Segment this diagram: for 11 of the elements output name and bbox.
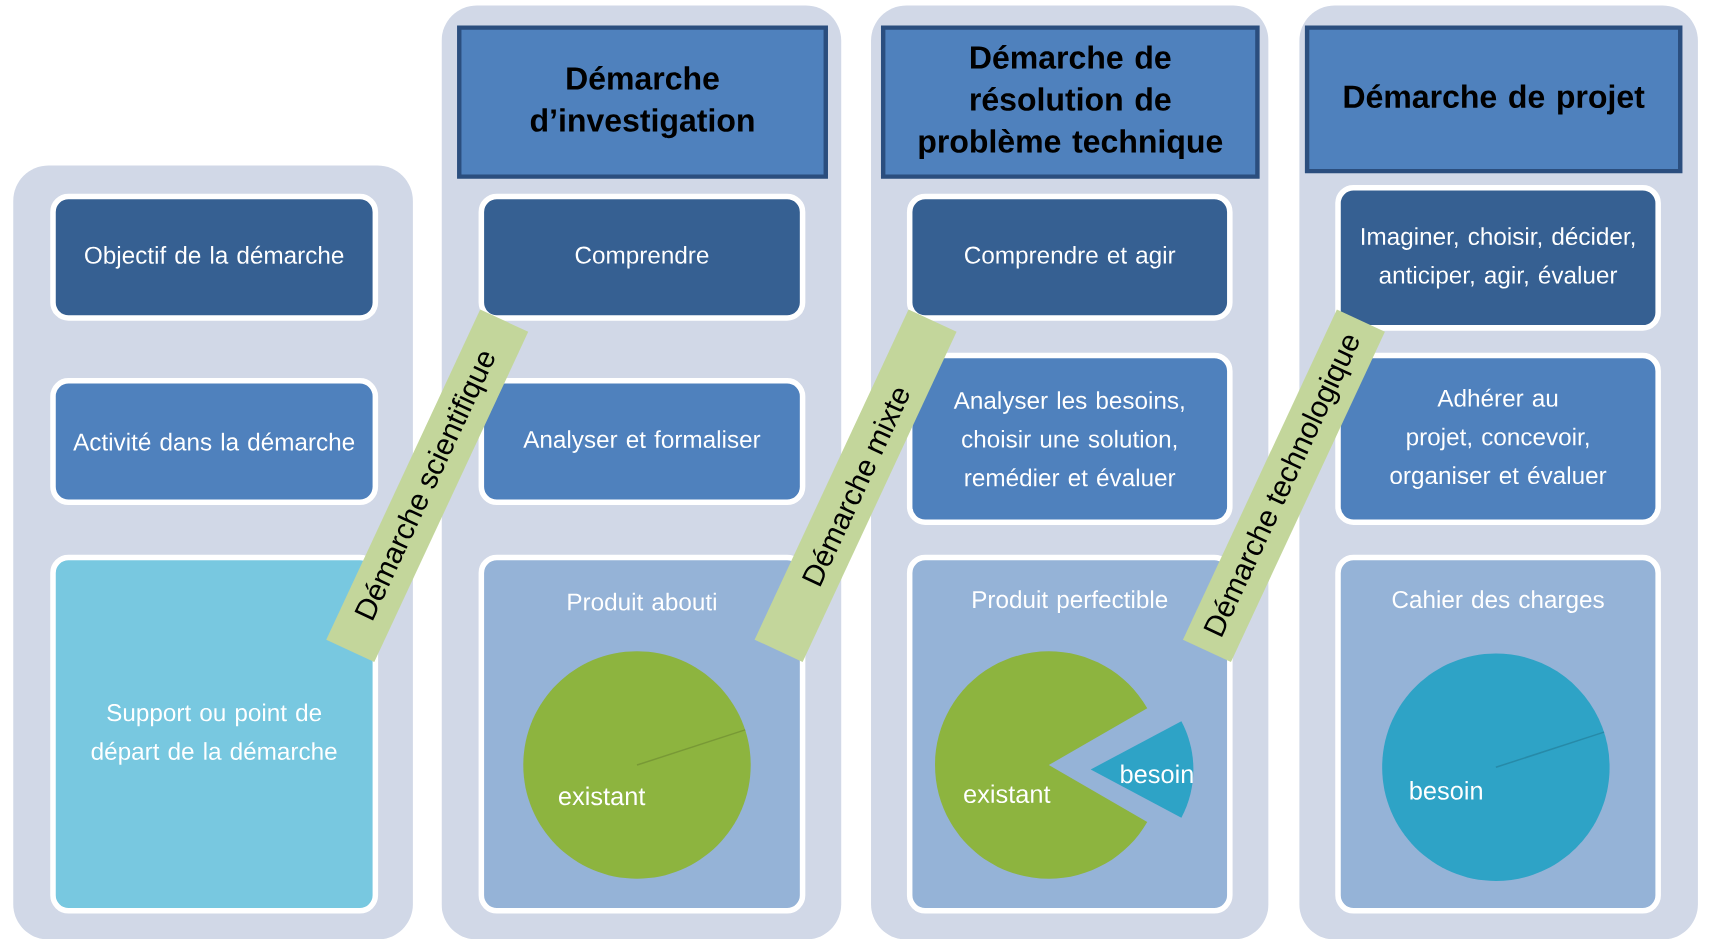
pie-chart: existant [523,651,751,879]
text-box: Comprendre [478,193,806,321]
header-box: Démarche de projet [1304,25,1683,174]
text-box: Objectif de la démarche [50,193,379,321]
text-box: Imaginer, choisir, décider, anticiper, agir, évaluer [1335,184,1661,331]
pie-chart: besoin [1382,653,1610,881]
text-box: Activité dans la démarche [50,377,379,505]
text-box: Comprendre et agir [906,193,1233,321]
header-box: Démarche d’investigation [457,25,828,179]
header-box: Démarche de résolution de problème technique [880,25,1260,179]
pie-chart: existant besoin [935,651,1194,879]
